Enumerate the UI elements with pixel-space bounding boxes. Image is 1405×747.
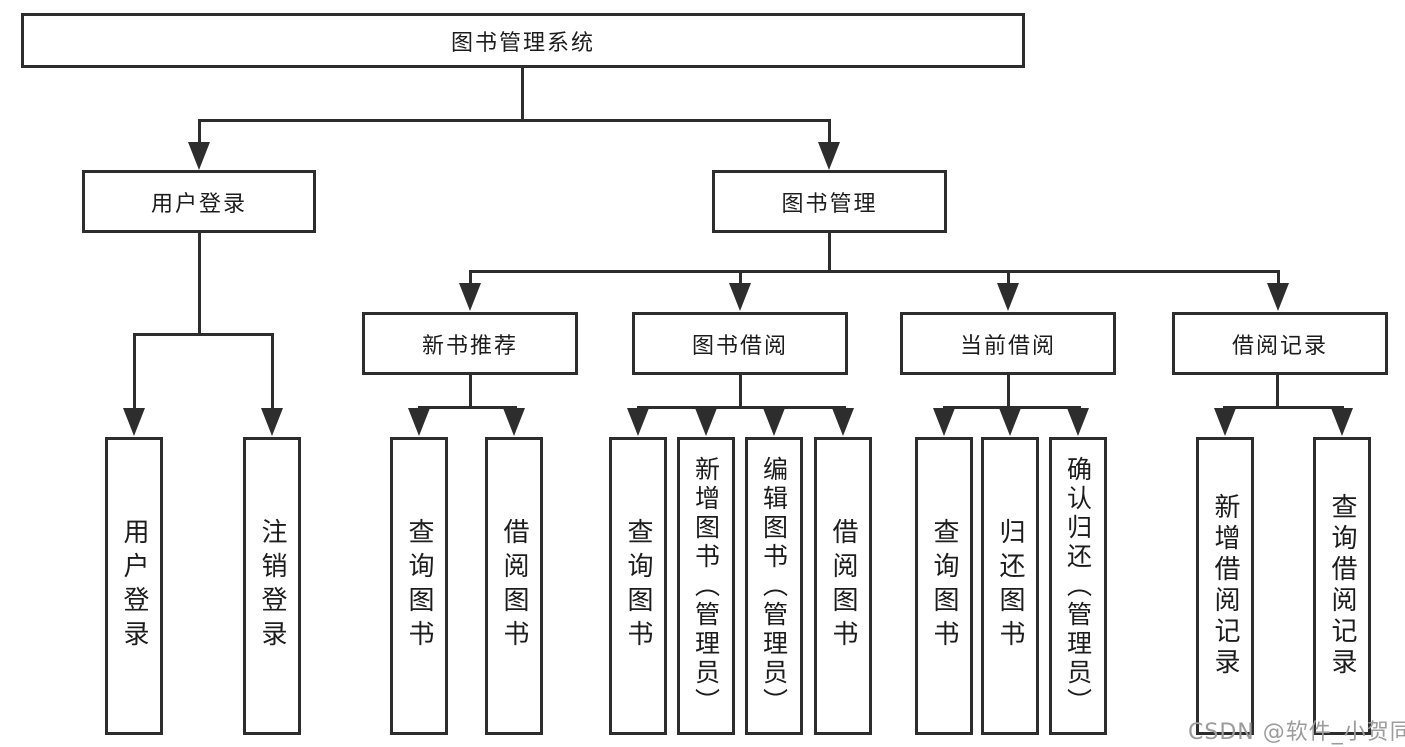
connector-vline: [1276, 375, 1279, 408]
connector-vline: [739, 375, 742, 408]
connector-vline: [1277, 270, 1280, 286]
connector-vline: [198, 233, 201, 335]
node-borrowing-records: 借阅记录: [1172, 312, 1388, 375]
connector-vline: [521, 66, 524, 121]
node-current-borrowing: 当前借阅: [900, 312, 1116, 375]
leaf-current-confirm-return-admin: 确认归还（管理员）: [1049, 437, 1107, 735]
arrowhead-down-icon: [261, 408, 283, 436]
connector-vline: [198, 119, 201, 146]
connector-hline: [418, 406, 517, 409]
connector-vline: [828, 233, 831, 273]
leaf-recommend-borrow-books: 借阅图书: [485, 437, 543, 735]
arrowhead-down-icon: [1067, 408, 1089, 436]
node-new-book-recommend: 新书推荐: [362, 312, 578, 375]
arrowhead-down-icon: [123, 408, 145, 436]
arrowhead-down-icon: [729, 283, 751, 311]
node-book-management: 图书管理: [712, 170, 947, 233]
leaf-user-login: 用户登录: [105, 437, 163, 735]
connector-vline: [469, 375, 472, 408]
connector-vline: [133, 333, 136, 411]
arrowhead-down-icon: [832, 408, 854, 436]
arrowhead-down-icon: [695, 408, 717, 436]
connector-hline: [943, 406, 1081, 409]
arrowhead-down-icon: [1214, 408, 1236, 436]
arrowhead-down-icon: [408, 408, 430, 436]
node-book-borrowing: 图书借阅: [632, 312, 848, 375]
connector-hline: [469, 270, 1280, 273]
node-library-system: 图书管理系统: [21, 13, 1025, 68]
connector-hline: [637, 406, 846, 409]
leaf-records-add-record: 新增借阅记录: [1196, 437, 1254, 735]
arrowhead-down-icon: [503, 408, 525, 436]
connector-vline: [739, 270, 742, 286]
connector-hline: [133, 333, 274, 336]
arrowhead-down-icon: [1331, 408, 1353, 436]
connector-hline: [1223, 406, 1344, 409]
leaf-recommend-query-books: 查询图书: [390, 437, 448, 735]
leaf-logout: 注销登录: [243, 437, 301, 735]
arrowhead-down-icon: [999, 408, 1021, 436]
leaf-current-return-books: 归还图书: [981, 437, 1039, 735]
node-user-login: 用户登录: [82, 170, 316, 233]
connector-vline: [1007, 270, 1010, 286]
connector-vline: [828, 119, 831, 146]
leaf-borrowing-query-books: 查询图书: [609, 437, 667, 735]
connector-hline: [198, 119, 831, 122]
leaf-borrowing-borrow-books: 借阅图书: [814, 437, 872, 735]
arrowhead-down-icon: [763, 408, 785, 436]
arrowhead-down-icon: [933, 408, 955, 436]
leaf-current-query-books: 查询图书: [915, 437, 973, 735]
arrowhead-down-icon: [188, 142, 210, 170]
leaf-borrowing-add-books-admin: 新增图书（管理员）: [677, 437, 735, 735]
leaf-records-query-record: 查询借阅记录: [1313, 437, 1371, 735]
leaf-borrowing-edit-books-admin: 编辑图书（管理员）: [745, 437, 803, 735]
arrowhead-down-icon: [1267, 283, 1289, 311]
arrowhead-down-icon: [627, 408, 649, 436]
connector-vline: [271, 333, 274, 411]
connector-vline: [1007, 375, 1010, 408]
connector-vline: [469, 270, 472, 286]
arrowhead-down-icon: [818, 142, 840, 170]
csdn-watermark: CSDN @软件_小贺同学: [1188, 720, 1405, 745]
arrowhead-down-icon: [997, 283, 1019, 311]
arrowhead-down-icon: [459, 283, 481, 311]
